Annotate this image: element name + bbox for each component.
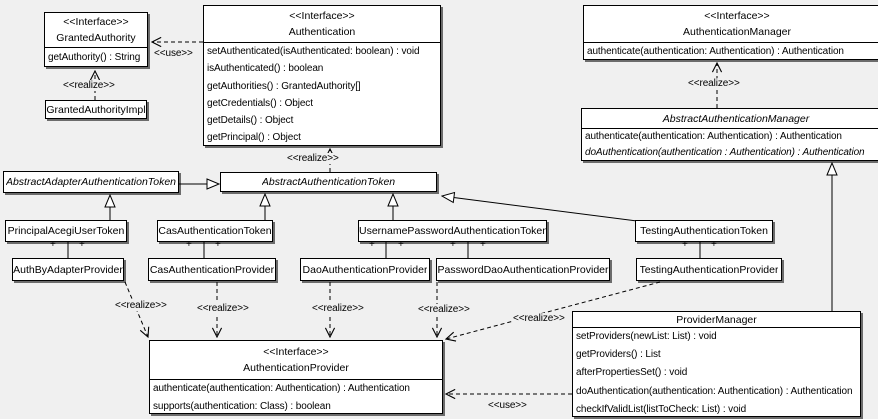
class-abstract-authentication-manager: AbstractAuthenticationManager authentica… [581, 108, 878, 161]
class-header: <<Interface>> AuthenticationProvider [150, 341, 442, 380]
assoc-end-plus: + [186, 239, 192, 250]
class-provider-manager: ProviderManager setProviders(newList: Li… [572, 311, 861, 417]
class-testing-authentication-provider: TestingAuthenticationProvider [636, 258, 782, 281]
method: getDetails() : Object [207, 115, 294, 127]
method: afterPropertiesSet() : void [576, 367, 688, 379]
methods: authenticate(authentication: Authenticat… [150, 380, 442, 415]
class-header: <<Interface>> GrantedAuthority [45, 13, 147, 48]
realize-label-passworddaoauthenticationprovider: <<realize>> [417, 304, 471, 315]
method: checkIfValidList(listToCheck: List) : vo… [576, 403, 747, 415]
class-name: TestingAuthenticationProvider [639, 263, 779, 276]
class-password-dao-authentication-provider: PasswordDaoAuthenticationProvider [436, 258, 610, 281]
edge-gen-testingauthenticationtoken [442, 196, 638, 222]
realize-label-authbyadapterprovider: <<realize>> [114, 300, 168, 311]
method: setProviders(newList: List) : void [576, 331, 717, 342]
stereotype: <<Interface>> [263, 346, 329, 358]
assoc-end-plus: + [711, 239, 717, 250]
class-name: GrantedAuthority [56, 32, 136, 44]
realize-label-testingauthenticationprovider: <<realize>> [512, 313, 566, 324]
class-header: <<Interface>> AuthenticationManager [584, 6, 878, 43]
method: getPrincipal() : Object [207, 132, 301, 144]
method-abstract: doAuthentication(authentication : Authen… [585, 147, 865, 158]
method: getProviders() : List [576, 349, 661, 361]
assoc-end-plus: + [215, 239, 221, 250]
assoc-end-plus: + [480, 239, 486, 250]
class-name: PasswordDaoAuthenticationProvider [437, 263, 609, 276]
class-name: CasAuthenticationToken [158, 225, 272, 237]
class-granted-authority: <<Interface>> GrantedAuthority getAuthor… [44, 12, 148, 67]
class-header: <<Interface>> Authentication [204, 6, 440, 43]
class-abstract-authentication-token: AbstractAuthenticationToken [220, 172, 437, 192]
class-granted-authority-impl: GrantedAuthorityImpl [45, 100, 147, 119]
class-authentication-manager: <<Interface>> AuthenticationManager auth… [583, 5, 878, 60]
methods: authenticate(authentication: Authenticat… [582, 129, 878, 161]
realize-label-daoauthenticationprovider: <<realize>> [311, 303, 365, 314]
method: supports(authentication: Class) : boolea… [153, 400, 331, 412]
realize-label-abstractauthenticationtoken: <<realize>> [286, 153, 340, 164]
method: authenticate(authentication: Authenticat… [153, 383, 410, 394]
methods: setProviders(newList: List) : void getPr… [573, 328, 860, 419]
assoc-end-plus: + [398, 239, 404, 250]
class-name: ProviderManager [676, 313, 757, 326]
class-name: AuthenticationProvider [243, 362, 349, 374]
realize-label-abstractauthenticationmanager: <<realize>> [687, 78, 741, 89]
assoc-end-plus: + [369, 239, 375, 250]
assoc-end-plus: + [50, 239, 56, 250]
method: getAuthorities() : GrantedAuthority[] [207, 80, 361, 92]
class-abstract-adapter-authentication-token: AbstractAdapterAuthenticationToken [3, 171, 179, 193]
class-name: AbstractAuthenticationToken [261, 176, 396, 188]
assoc-end-plus: + [79, 239, 85, 250]
class-name: Authentication [288, 26, 356, 38]
stereotype: <<Interface>> [289, 10, 355, 22]
class-header: ProviderManager [573, 312, 860, 328]
class-testing-authentication-token: TestingAuthenticationToken [635, 220, 773, 242]
class-auth-by-adapter-provider: AuthByAdapterProvider [12, 258, 124, 281]
class-name: GrantedAuthorityImpl [46, 103, 146, 116]
class-name: TestingAuthenticationToken [640, 225, 768, 237]
realize-label-grantedauthorityimpl: <<realize>> [62, 80, 116, 91]
method: authenticate(authentication: Authenticat… [587, 46, 844, 57]
methods: authenticate(authentication: Authenticat… [584, 43, 878, 61]
class-cas-authentication-provider: CasAuthenticationProvider [148, 258, 276, 281]
method: isAuthenticated() : boolean [207, 63, 324, 75]
method: getCredentials() : Object [207, 97, 313, 109]
use-label-providermanager-authenticationprovider: <<use>> [487, 400, 528, 411]
class-name: UsernamePasswordAuthenticationToken [359, 225, 546, 237]
edge-realize-testingauthenticationprovider [446, 281, 661, 339]
class-name: CasAuthenticationProvider [149, 263, 275, 276]
class-name: AuthByAdapterProvider [13, 263, 123, 276]
assoc-end-plus: + [450, 239, 456, 250]
method: setAuthenticated(isAuthenticated: boolea… [207, 46, 420, 57]
methods: getAuthority() : String [45, 48, 147, 67]
class-principal-acegi-user-token: PrincipalAcegiUserToken [5, 220, 127, 242]
assoc-end-plus: + [682, 239, 688, 250]
class-name: AbstractAuthenticationManager [662, 112, 810, 125]
class-cas-authentication-token: CasAuthenticationToken [157, 220, 273, 242]
class-username-password-authentication-token: UsernamePasswordAuthenticationToken [358, 220, 547, 242]
class-authentication-provider: <<Interface>> AuthenticationProvider aut… [149, 340, 443, 414]
method: doAuthentication(authentication: Authent… [576, 385, 853, 397]
use-label-authentication-grantedauthority: <<use>> [153, 48, 194, 59]
methods: setAuthenticated(isAuthenticated: boolea… [204, 43, 440, 147]
method: authenticate(authentication: Authenticat… [585, 131, 842, 142]
class-name: AuthenticationManager [683, 26, 791, 38]
realize-label-casauthenticationprovider: <<realize>> [196, 303, 250, 314]
stereotype: <<Interface>> [704, 10, 770, 22]
class-name: AbstractAdapterAuthenticationToken [5, 176, 177, 188]
class-authentication: <<Interface>> Authentication setAuthenti… [203, 5, 441, 146]
class-dao-authentication-provider: DaoAuthenticationProvider [300, 258, 430, 281]
class-name: PrincipalAcegiUserToken [7, 225, 125, 237]
class-header: AbstractAuthenticationManager [582, 109, 878, 129]
method: getAuthority() : String [48, 52, 141, 63]
stereotype: <<Interface>> [63, 16, 129, 28]
class-name: DaoAuthenticationProvider [302, 263, 428, 276]
